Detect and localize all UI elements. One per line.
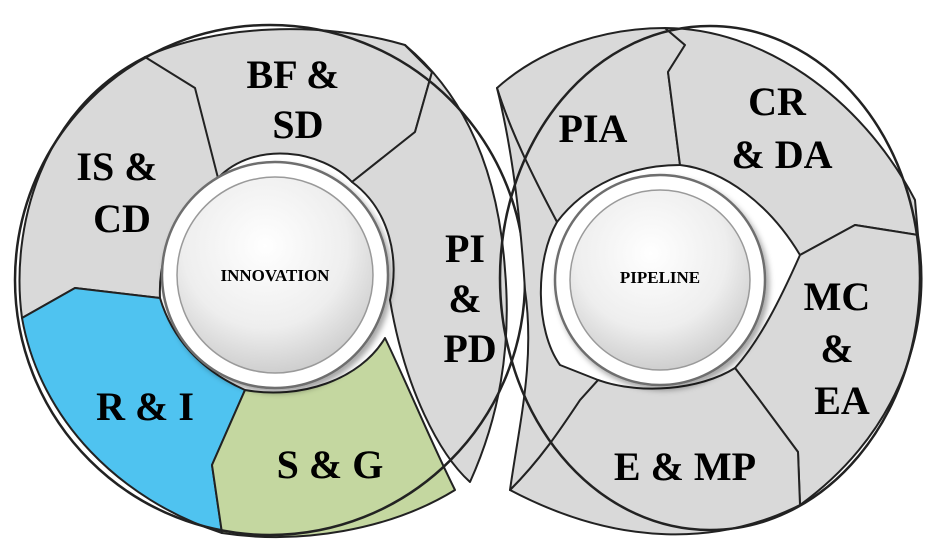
pipeline-hub [553, 173, 767, 387]
label-cr-da: CR & DA [731, 79, 832, 177]
pipeline-hub-label: PIPELINE [620, 268, 700, 287]
innovation-hub [160, 160, 390, 390]
label-is-cd: IS & CD [76, 144, 167, 241]
label-pia: PIA [559, 106, 628, 151]
innovation-ring [13, 23, 527, 538]
segment-cr-da [664, 27, 919, 256]
label-r-i: R & I [96, 384, 194, 429]
label-s-g: S & G [277, 442, 384, 487]
label-e-mp: E & MP [614, 444, 756, 489]
segment-pipeline-inner-gap [496, 87, 599, 491]
label-bf-sd: BF & SD [247, 52, 350, 147]
pipeline-ring [496, 24, 923, 536]
segment-pi-pd [351, 44, 508, 483]
innovation-hub-label: INNOVATION [221, 266, 331, 285]
label-mc-ea: MC & EA [804, 274, 881, 423]
segment-s-g [211, 337, 456, 538]
label-pi-pd: PI & PD [443, 226, 496, 371]
